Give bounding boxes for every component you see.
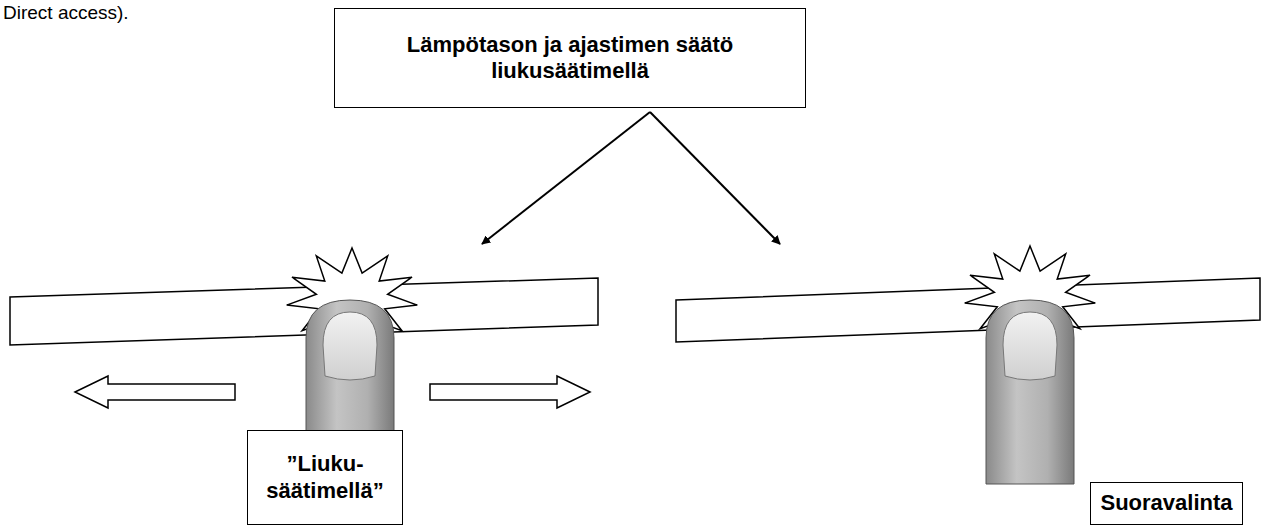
finger (986, 300, 1074, 484)
caption-box: ”Liuku- säätimellä” (247, 430, 403, 525)
slider-bar (10, 278, 598, 345)
slide-arrow (430, 376, 590, 408)
slider-bar (676, 278, 1260, 342)
box-text: ”Liuku- säätimellä” (256, 451, 394, 504)
box-text: Lämpötason ja ajastimen säätö liukusääti… (343, 32, 797, 85)
pointer-arrow (482, 112, 650, 244)
slide-arrow (75, 376, 235, 408)
fingernail (1003, 312, 1057, 380)
finger (306, 300, 394, 440)
fingernail (323, 312, 377, 380)
box-text: Suoravalinta (1100, 490, 1232, 516)
heading-box: Lämpötason ja ajastimen säätö liukusääti… (334, 8, 806, 108)
caption-box: Suoravalinta (1090, 482, 1243, 525)
pointer-arrow (650, 112, 780, 244)
note-text: Direct access). (3, 2, 129, 24)
